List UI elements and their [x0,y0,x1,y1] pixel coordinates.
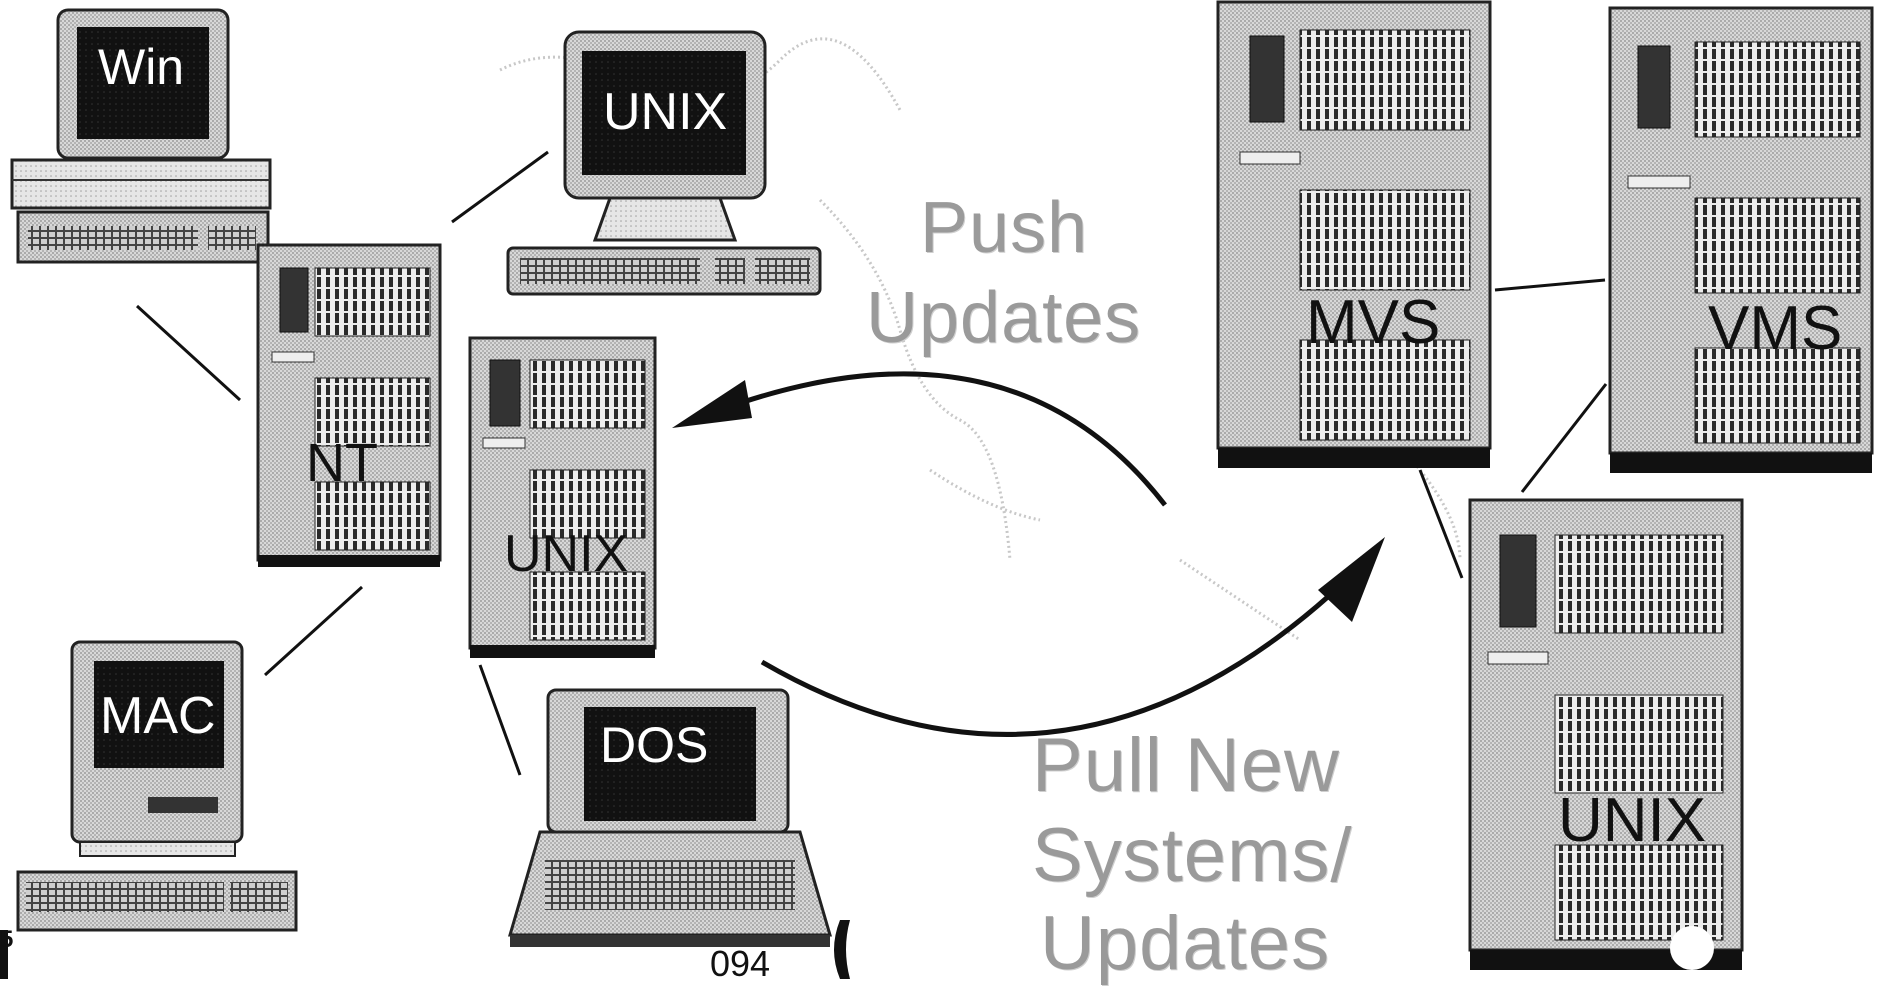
label-vms: VMS [1708,294,1843,363]
pull-label-line2: Systems/ [1032,813,1353,898]
server-tower-icon-unix-center [468,336,657,658]
label-dos: DOS [600,717,709,773]
laptop-icon [508,688,832,947]
label-win: Win [98,39,185,95]
pull-label-line3: Updates [1040,901,1331,986]
mainframe-icon-vms [1608,6,1874,473]
push-label-line2: Updates [866,278,1142,358]
page-number-center: 094 [710,943,771,984]
desktop-pc-icon [10,8,272,264]
label-unix-center: UNIX [504,525,629,583]
server-tower-icon-unix-right [1468,498,1744,970]
label-mvs: MVS [1306,288,1441,357]
pull-label-line1: Pull New [1032,723,1340,808]
connection-lines [135,150,1608,776]
workstation-icon [506,30,822,296]
label-mac: MAC [100,687,216,745]
label-unix-right: UNIX [1558,786,1707,855]
push-updates-arrow [672,371,1167,507]
mainframe-icon-mvs [1216,0,1492,468]
compact-mac-icon [16,640,298,932]
server-tower-icon-nt [256,243,442,567]
page-number-left: 5 [0,926,14,953]
label-nt: NT [306,433,378,493]
scan-artifacts [0,920,850,979]
label-unix-workstation: UNIX [603,83,728,141]
push-label-line1: Push [920,188,1089,268]
pull-updates-arrow [760,537,1385,737]
